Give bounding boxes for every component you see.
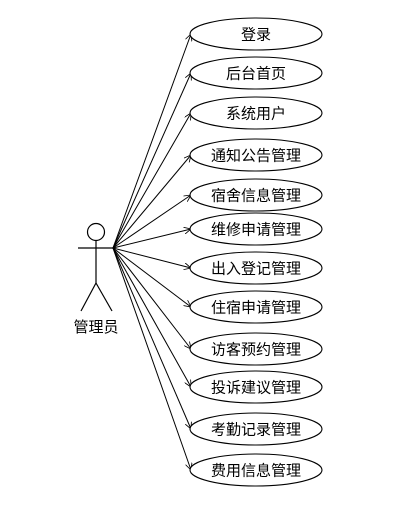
actor-head xyxy=(86,222,106,242)
association-line xyxy=(112,229,191,249)
use-case-label: 通知公告管理 xyxy=(211,147,301,165)
use-case-system-users: 系统用户 xyxy=(189,96,323,130)
association-line xyxy=(112,247,191,349)
use-case-label: 登录 xyxy=(241,26,271,44)
actor-left-leg xyxy=(80,282,97,312)
actor-label: 管理员 xyxy=(73,318,118,336)
actor-right-leg xyxy=(95,282,113,312)
use-case-repair-requests: 维修申请管理 xyxy=(189,212,323,246)
association-line xyxy=(112,247,191,268)
use-case-label: 住宿申请管理 xyxy=(211,299,301,317)
association-line xyxy=(112,73,191,249)
association-line xyxy=(112,247,191,429)
use-case-fees: 费用信息管理 xyxy=(189,453,323,487)
use-case-attendance: 考勤记录管理 xyxy=(189,412,323,446)
use-case-notices: 通知公告管理 xyxy=(189,138,323,172)
association-line xyxy=(112,247,191,470)
use-case-visitor-booking: 访客预约管理 xyxy=(189,332,323,366)
use-case-login: 登录 xyxy=(189,17,323,51)
association-line xyxy=(112,113,191,249)
use-case-label: 出入登记管理 xyxy=(211,260,301,278)
associations xyxy=(112,34,191,470)
use-case-label: 考勤记录管理 xyxy=(211,421,301,439)
actor: 管理员 xyxy=(73,222,119,336)
use-case-label: 宿舍信息管理 xyxy=(211,187,301,205)
use-case-lodging-requests: 住宿申请管理 xyxy=(189,290,323,324)
use-case-complaints: 投诉建议管理 xyxy=(189,370,323,404)
association-line xyxy=(112,195,191,249)
use-case-label: 维修申请管理 xyxy=(211,221,301,239)
use-case-label: 投诉建议管理 xyxy=(211,379,301,397)
use-case-dashboard: 后台首页 xyxy=(189,56,323,90)
use-case-dorm-info: 宿舍信息管理 xyxy=(189,178,323,212)
association-line xyxy=(112,247,191,387)
use-case-label: 费用信息管理 xyxy=(211,462,301,480)
association-line xyxy=(112,34,191,249)
use-case-label: 访客预约管理 xyxy=(211,341,301,359)
use-case-label: 后台首页 xyxy=(226,65,286,83)
use-cases: 登录 后台首页 系统用户 通知公告管理 宿舍信息管理 维修申请管理 出入登记管理 xyxy=(189,17,323,487)
association-line xyxy=(112,155,191,249)
association-line xyxy=(112,247,191,307)
use-case-label: 系统用户 xyxy=(226,105,286,123)
use-case-entry-exit: 出入登记管理 xyxy=(189,251,323,285)
